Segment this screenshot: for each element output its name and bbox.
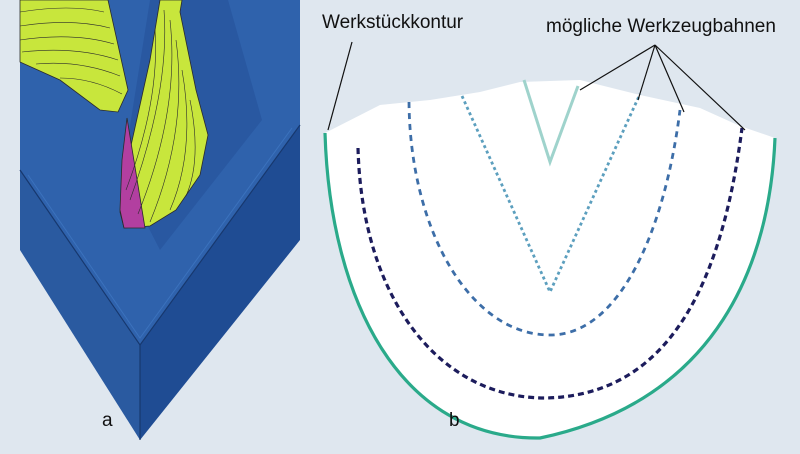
workpiece-region bbox=[325, 80, 775, 439]
leader-paths bbox=[579, 44, 746, 131]
workpiece-contour bbox=[323, 132, 777, 440]
block-edge-highlight bbox=[27, 127, 293, 339]
leader-contour bbox=[327, 41, 353, 131]
label-workpiece-contour: Werkstückkontur bbox=[322, 12, 464, 33]
tool-tip bbox=[119, 117, 146, 229]
tool-contour-lines bbox=[19, 7, 196, 223]
tool-shaft-left bbox=[19, 0, 129, 113]
tool-path-2 bbox=[407, 101, 682, 337]
label-panel-a: a bbox=[102, 410, 113, 431]
tool-path-4 bbox=[522, 79, 580, 167]
label-panel-b: b bbox=[449, 410, 460, 431]
tool-path-1 bbox=[356, 127, 744, 400]
block-right-face bbox=[140, 125, 300, 440]
tool-shaft-right bbox=[119, 0, 209, 229]
block-left-face bbox=[20, 170, 140, 440]
label-tool-paths: mögliche Werkzeugbahnen bbox=[546, 16, 776, 37]
